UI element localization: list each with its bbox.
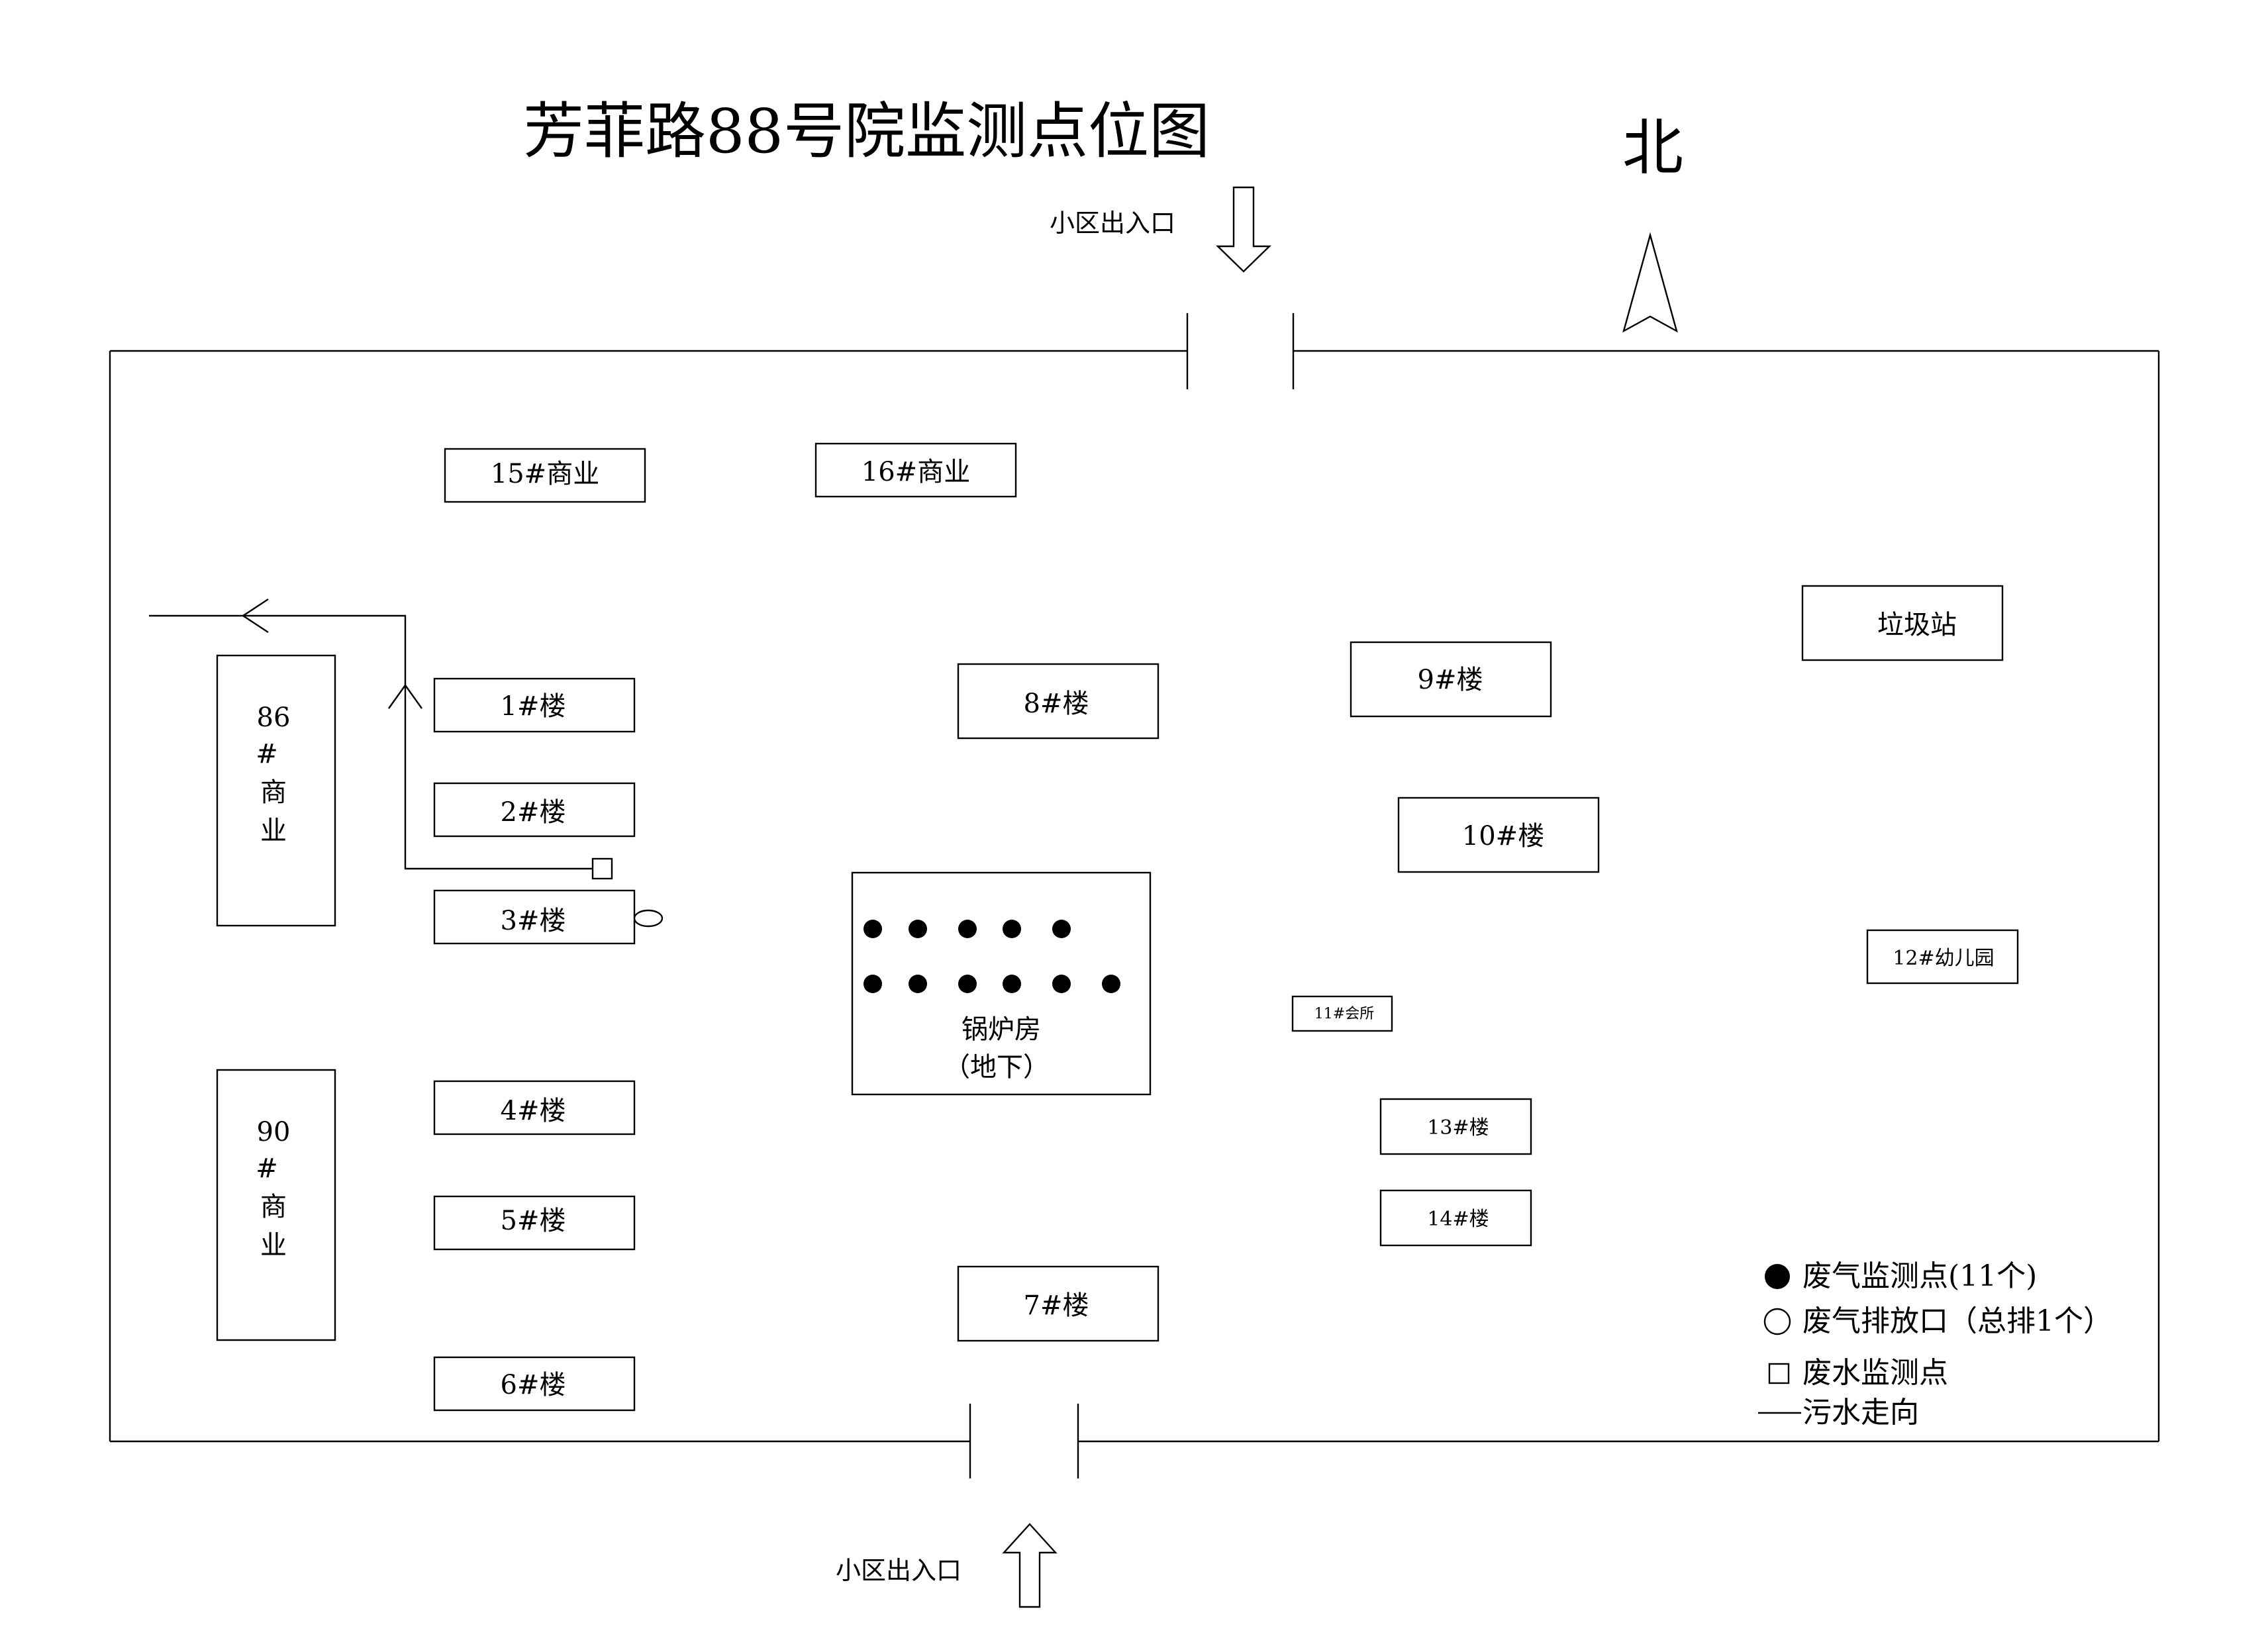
gas-monitor-point (909, 975, 927, 993)
building-6: 6#楼 (433, 1356, 636, 1412)
building-15-label: 15#商业 (491, 459, 599, 489)
building-14: 14#楼 (1379, 1189, 1532, 1247)
building-90-line-3: 商 (260, 1192, 287, 1222)
building-5: 5#楼 (433, 1195, 636, 1251)
legend-gas-outlet-icon (1763, 1308, 1791, 1335)
building-11-label: 11#会所 (1314, 1006, 1374, 1022)
building-1: 1#楼 (433, 677, 636, 733)
sewage-flow-line (149, 598, 613, 880)
building-6-label: 6#楼 (501, 1370, 566, 1400)
legend-gas-monitor-icon (1765, 1264, 1790, 1289)
boiler-room-sublabel: （地下） (944, 1052, 1050, 1083)
legend-gas-outlet-label: 废气排放口（总排1个） (1802, 1304, 2112, 1338)
gas-monitor-point (1003, 920, 1021, 938)
building-8: 8#楼 (957, 663, 1159, 740)
building-4: 4#楼 (433, 1080, 636, 1135)
building-9: 9#楼 (1350, 641, 1552, 718)
north-label: 北 (1622, 113, 1683, 183)
building-11-clubhouse: 11#会所 (1291, 995, 1393, 1032)
building-86-line-4: 业 (260, 816, 287, 846)
gas-monitor-point (958, 920, 977, 938)
building-90-line-2: # (256, 1153, 278, 1184)
building-13-label: 13#楼 (1427, 1116, 1489, 1139)
building-86-line-2: # (256, 739, 278, 769)
building-16-commercial: 16#商业 (814, 442, 1017, 498)
building-90-commercial: 90 # 商 业 (216, 1069, 336, 1341)
building-86-commercial: 86 # 商 业 (216, 654, 336, 927)
gas-outlet-point (633, 909, 664, 928)
site-boundary (109, 313, 2160, 1478)
gas-monitor-point (863, 975, 882, 993)
legend: 废气监测点(11个) 废气排放口（总排1个） 废水监测点 污水走向 (1758, 1259, 2112, 1429)
wastewater-monitor-point (591, 857, 613, 880)
building-3: 3#楼 (433, 889, 664, 945)
building-90-line-4: 业 (260, 1230, 287, 1261)
building-2-label: 2#楼 (501, 797, 566, 828)
trash-station: 垃圾站 (1801, 585, 2004, 661)
building-90-line-1: 90 (257, 1117, 291, 1147)
sewage-arrowhead-up-icon (388, 683, 422, 709)
building-8-label: 8#楼 (1024, 689, 1089, 719)
north-arrow-icon (1622, 232, 1678, 333)
gas-monitor-points (863, 920, 1120, 993)
building-2: 2#楼 (433, 782, 636, 838)
building-10-label: 10#楼 (1462, 821, 1544, 851)
boiler-room-label: 锅炉房 (961, 1014, 1041, 1045)
building-7: 7#楼 (957, 1265, 1159, 1342)
building-10: 10#楼 (1397, 797, 1600, 873)
building-4-label: 4#楼 (501, 1096, 566, 1126)
legend-water-monitor-icon (1768, 1363, 1790, 1384)
entrance-top-arrow-icon (1216, 186, 1271, 273)
building-13: 13#楼 (1379, 1098, 1532, 1155)
legend-water-monitor-label: 废水监测点 (1802, 1356, 1948, 1390)
entrance-bottom-arrow-icon (1002, 1523, 1058, 1608)
gas-monitor-point (1052, 920, 1071, 938)
building-5-label: 5#楼 (501, 1206, 566, 1236)
entrance-bottom-label: 小区出入口 (836, 1556, 961, 1585)
trash-station-label: 垃圾站 (1877, 610, 1957, 640)
map-title: 芳菲路88号院监测点位图 (523, 96, 1210, 167)
building-15-commercial: 15#商业 (444, 448, 646, 503)
gas-monitor-point (909, 920, 927, 938)
building-3-label: 3#楼 (501, 906, 566, 936)
legend-sewage-flow-label: 污水走向 (1802, 1396, 1919, 1429)
building-7-label: 7#楼 (1024, 1290, 1089, 1321)
boiler-room: 锅炉房 （地下） (851, 871, 1152, 1096)
gas-monitor-point (863, 920, 882, 938)
gas-monitor-point (958, 975, 977, 993)
building-12-kindergarten: 12#幼儿园 (1866, 929, 2019, 985)
building-9-label: 9#楼 (1418, 665, 1483, 695)
gas-monitor-point (1052, 975, 1071, 993)
gas-monitor-point (1003, 975, 1021, 993)
building-16-label: 16#商业 (862, 457, 970, 487)
building-12-label: 12#幼儿园 (1893, 947, 1994, 970)
sewage-arrowhead-icon (241, 598, 269, 634)
gas-monitor-point (1102, 975, 1120, 993)
building-86-line-1: 86 (257, 702, 291, 733)
legend-gas-monitor-label: 废气监测点(11个) (1802, 1259, 2037, 1293)
entrance-top-label: 小区出入口 (1050, 209, 1175, 238)
building-1-label: 1#楼 (501, 691, 566, 722)
building-14-label: 14#楼 (1427, 1208, 1489, 1231)
building-86-line-3: 商 (260, 777, 287, 808)
